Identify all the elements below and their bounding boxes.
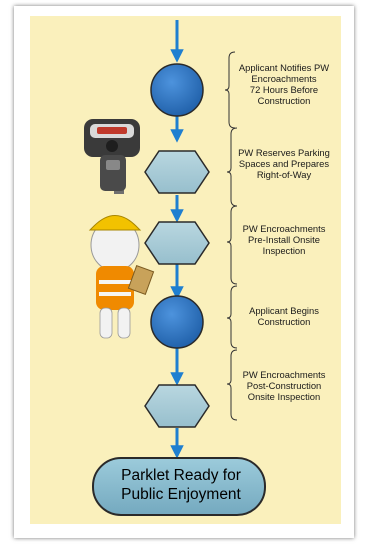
step-2-hexagon	[144, 150, 210, 194]
final-rounded-rect	[92, 457, 266, 516]
parking-meter-icon	[84, 119, 140, 194]
step-4-circle	[150, 295, 204, 349]
step-2-label: PW Reserves Parking Spaces and Prepares …	[238, 147, 330, 180]
step-1-circle	[150, 63, 204, 117]
construction-worker-icon	[88, 215, 155, 339]
step-3-label: PW Encroachments Pre-Install Onsite Insp…	[242, 223, 326, 256]
step-5-label: PW Encroachments Post-Construction Onsit…	[242, 369, 326, 402]
step-3-hexagon	[144, 221, 210, 265]
final-label: Parklet Ready for Public Enjoyment	[121, 467, 241, 503]
label-brackets	[224, 51, 238, 421]
step-5-hexagon	[144, 384, 210, 428]
step-1-label: Applicant Notifies PW Encroachments 72 H…	[238, 62, 330, 106]
step-4-label: Applicant Begins Construction	[249, 305, 319, 327]
